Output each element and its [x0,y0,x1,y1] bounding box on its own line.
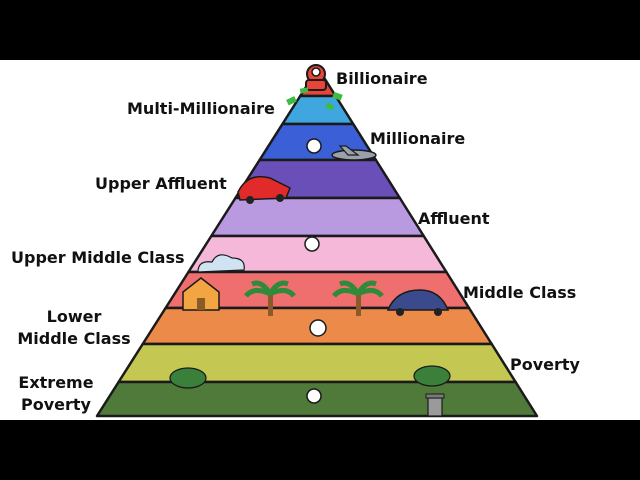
sports-car-icon [237,175,291,204]
tier-band-5 [210,196,425,238]
letterbox-top [0,0,640,60]
cloud-icon [197,254,245,273]
tier-label-extreme-line-1: Extreme [18,373,94,392]
house-icon [182,277,220,311]
tier-label-upper-middle-class: Upper Middle Class [11,248,185,267]
tier-label-millionaire: Millionaire [370,129,466,148]
tier-label-affluent: Affluent [418,209,490,228]
money-bills-icon [286,87,343,111]
tier-label-lower-middle-line-1: Lower [46,307,102,326]
bushes-icon [169,365,451,389]
tier-label-upper-affluent: Upper Affluent [95,174,227,193]
palm-tree-icon [332,280,384,316]
stick-figure-icon [304,138,327,404]
trash-can-icon [425,393,445,417]
airplane-icon [331,145,377,161]
tier-label-extreme-line-2: Poverty [21,395,91,414]
tier-label-extreme-poverty: Extreme Poverty [14,372,98,416]
pyramid-diagram: Billionaire Multi-Millionaire Millionair… [0,60,640,420]
tier-label-poverty: Poverty [510,355,580,374]
letterbox-bottom [0,420,640,480]
tier-label-middle-class: Middle Class [463,283,577,302]
car-icon [386,289,450,316]
tier-label-billionaire: Billionaire [336,69,428,88]
tier-label-multi-millionaire: Multi-Millionaire [127,99,275,118]
billionaire-figure-icon [305,64,327,91]
palm-tree-icon [244,280,296,316]
tier-label-lower-middle-line-2: Middle Class [17,329,131,348]
tier-label-lower-middle-class: Lower Middle Class [14,306,134,350]
wealth-pyramid [95,64,539,418]
